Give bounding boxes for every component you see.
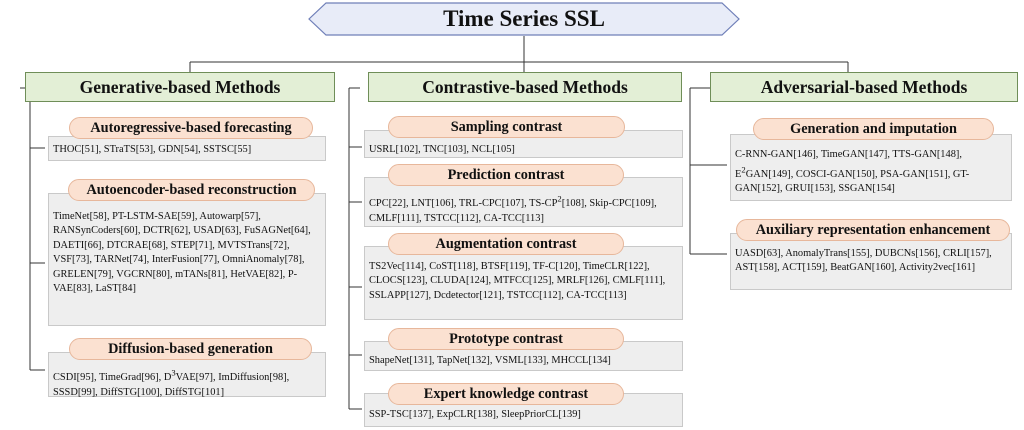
items-generation: C-RNN-GAN[146], TimeGAN[147], TTS-GAN[14… [735,149,970,195]
box-autoencoder: TimeNet[58], PT-LSTM-SAE[59], Autowarp[5… [48,193,326,326]
items-auxiliary: UASD[63], AnomalyTrans[155], DUBCNs[156]… [735,248,992,274]
box-autoregressive: THOC[51], STraTS[53], GDN[54], SSTSC[55] [48,136,326,161]
items-augmentation: TS2Vec[114], CoST[118], BTSF[119], TF-C[… [369,261,666,301]
pill-sampling: Sampling contrast [388,116,625,138]
box-generation: C-RNN-GAN[146], TimeGAN[147], TTS-GAN[14… [730,134,1012,201]
items-autoencoder: TimeNet[58], PT-LSTM-SAE[59], Autowarp[5… [53,211,311,295]
box-augmentation: TS2Vec[114], CoST[118], BTSF[119], TF-C[… [364,246,683,320]
items-prediction: CPC[22], LNT[106], TRL-CPC[107], TS-CP2[… [369,194,657,224]
pill-augmentation: Augmentation contrast [388,233,624,255]
pill-generation: Generation and imputation [753,118,994,140]
items-expert: SSP-TSC[137], ExpCLR[138], SleepPriorCL[… [369,409,581,420]
title-banner [308,2,740,36]
items-diffusion: CSDI[95], TimeGrad[96], D3VAE[97], ImDif… [53,368,290,398]
pill-expert: Expert knowledge contrast [388,383,624,405]
box-auxiliary: UASD[63], AnomalyTrans[155], DUBCNs[156]… [730,233,1012,290]
pill-diffusion: Diffusion-based generation [69,338,312,360]
header-adversarial: Adversarial-based Methods [710,72,1018,102]
header-contrastive: Contrastive-based Methods [368,72,682,102]
box-prediction: CPC[22], LNT[106], TRL-CPC[107], TS-CP2[… [364,177,683,227]
pill-auxiliary: Auxiliary representation enhancement [736,219,1010,241]
header-generative: Generative-based Methods [25,72,335,102]
pill-autoencoder: Autoencoder-based reconstruction [68,179,315,201]
items-sampling: USRL[102], TNC[103], NCL[105] [369,144,515,155]
pill-prototype: Prototype contrast [388,328,624,350]
diagram-title: Time Series SSL [443,6,605,31]
items-autoregressive: THOC[51], STraTS[53], GDN[54], SSTSC[55] [53,144,252,155]
pill-prediction: Prediction contrast [388,164,624,186]
pill-autoregressive: Autoregressive-based forecasting [69,117,313,139]
items-prototype: ShapeNet[131], TapNet[132], VSML[133], M… [369,355,611,366]
